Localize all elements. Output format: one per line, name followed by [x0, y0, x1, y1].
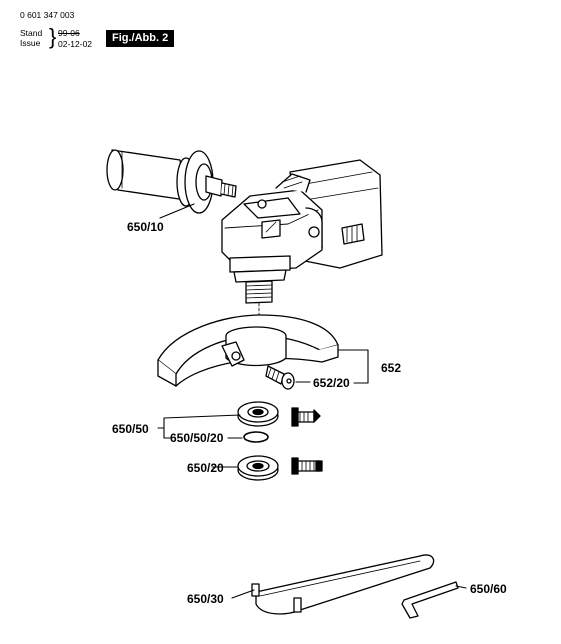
label-guard-screw: 652/20: [313, 376, 350, 390]
part-number: 0 601 347 003: [20, 10, 75, 20]
old-date: 99-06: [58, 28, 80, 38]
wheel-guard: [157, 314, 339, 387]
label-clamp-nut: 650/20: [187, 461, 224, 475]
o-ring: [243, 431, 269, 443]
nut-side-view-icon: [291, 457, 323, 475]
side-handle: [106, 149, 237, 214]
hex-key: [401, 581, 459, 619]
grinder-head: [221, 159, 383, 319]
label-handle: 650/10: [127, 220, 164, 234]
figure-title: Fig./Abb. 2: [106, 30, 175, 47]
label-guard: 652: [381, 361, 402, 375]
pin-spanner: [251, 554, 435, 615]
leader-lines: [157, 203, 467, 599]
new-date: 02-12-02: [58, 39, 93, 49]
flange-side-view-icon: [291, 407, 321, 427]
guard-screw: [265, 365, 295, 390]
label-spanner: 650/30: [187, 592, 224, 606]
issue-label: Issue: [20, 38, 41, 48]
clamp-nut: [237, 455, 279, 481]
stand-label: Stand: [20, 28, 43, 38]
label-o-ring: 650/50/20: [170, 431, 224, 445]
brace-icon: }: [49, 24, 57, 49]
label-hex-key: 650/60: [470, 582, 507, 596]
mounting-flange: [237, 401, 279, 427]
label-flange-set: 650/50: [112, 422, 149, 436]
